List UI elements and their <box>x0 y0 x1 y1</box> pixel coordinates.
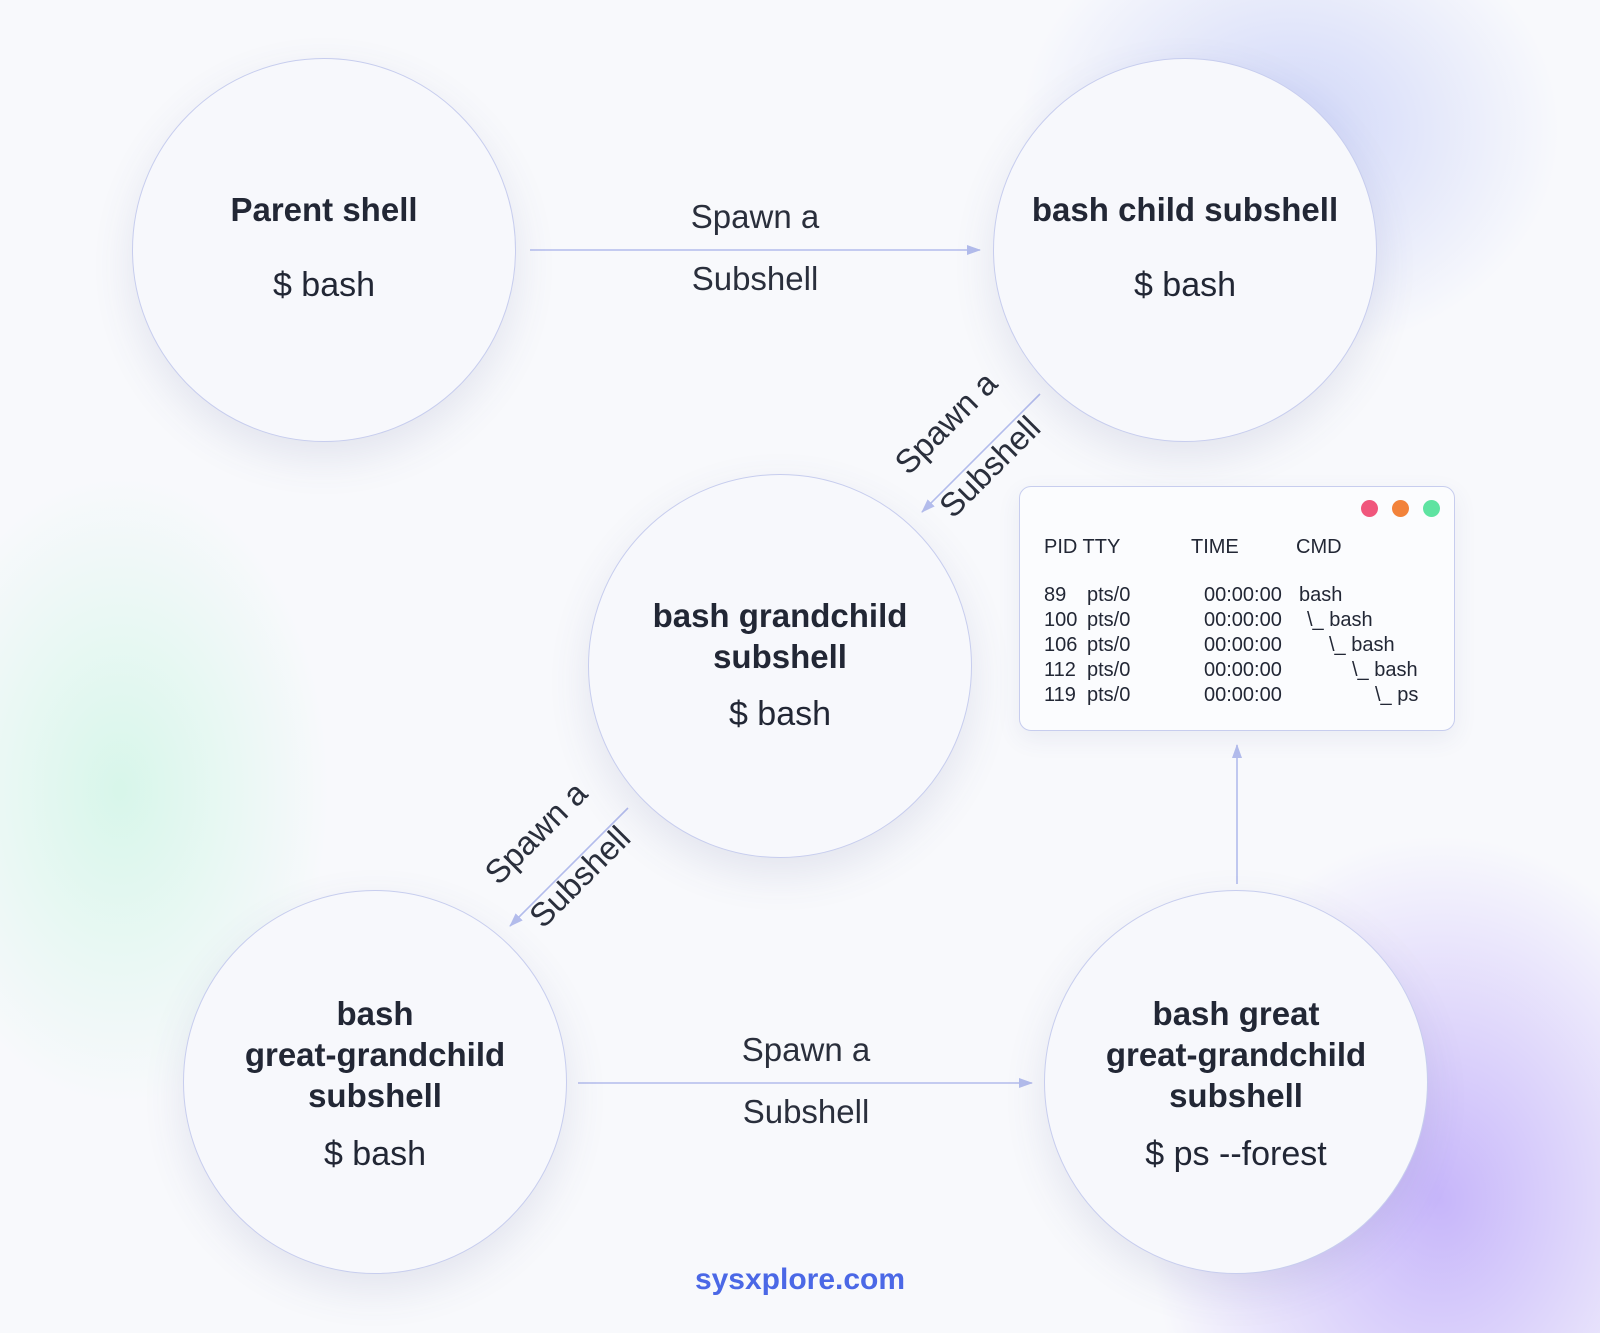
node-great-great-grandchild-subshell: bash great great-grandchild subshell $ p… <box>1044 890 1428 1274</box>
row-time: 00:00:00 <box>1204 634 1282 656</box>
row-tty: pts/0 <box>1087 609 1131 631</box>
maximize-dot-icon <box>1423 500 1440 517</box>
node-title: bash child subshell <box>1031 191 1339 228</box>
row-pid: 106 <box>1044 634 1078 656</box>
row-cmd: \_ bash <box>1352 659 1418 681</box>
node-title: bash grandchild subshell <box>652 597 908 675</box>
terminal-header-pid-tty: PID TTY <box>1044 536 1121 558</box>
terminal-header-cmd: CMD <box>1296 536 1342 558</box>
row-cmd: \_ bash <box>1329 634 1395 656</box>
row-pid: 119 <box>1044 684 1076 706</box>
row-pid: 89 <box>1044 584 1067 606</box>
row-cmd: \_ bash <box>1307 609 1373 631</box>
node-title: bash great-grandchild subshell <box>244 995 506 1114</box>
node-command: $ bash <box>1133 266 1237 304</box>
node-child-subshell: bash child subshell $ bash <box>993 58 1377 442</box>
node-title: Parent shell <box>230 191 418 228</box>
close-dot-icon <box>1361 500 1378 517</box>
row-tty: pts/0 <box>1087 634 1131 656</box>
terminal-header-time: TIME <box>1191 536 1239 558</box>
row-pid: 100 <box>1044 609 1078 631</box>
edge-child-to-grandchild <box>921 393 1041 513</box>
row-time: 00:00:00 <box>1204 584 1282 606</box>
row-cmd: \_ ps <box>1375 684 1419 706</box>
brand-link[interactable]: sysxplore.com <box>694 1263 906 1296</box>
row-cmd: bash <box>1299 584 1343 606</box>
row-time: 00:00:00 <box>1204 659 1282 681</box>
row-pid: 112 <box>1044 659 1076 681</box>
node-parent-shell: Parent shell $ bash <box>132 58 516 442</box>
node-command: $ bash <box>272 266 376 304</box>
node-command: $ ps --forest <box>1145 1135 1327 1173</box>
node-command: $ bash <box>728 695 832 733</box>
edge-grandchild-to-great-grandchild <box>509 807 629 927</box>
terminal-window: PID TTY TIME CMD 89 pts/0 00:00:00 bash … <box>1019 486 1455 731</box>
row-time: 00:00:00 <box>1204 609 1282 631</box>
row-time: 00:00:00 <box>1204 684 1282 706</box>
edge-label-parent-to-child: Spawn a Subshell <box>690 198 820 297</box>
row-tty: pts/0 <box>1087 684 1131 706</box>
row-tty: pts/0 <box>1087 659 1131 681</box>
node-great-grandchild-subshell: bash great-grandchild subshell $ bash <box>183 890 567 1274</box>
node-command: $ bash <box>323 1135 427 1173</box>
node-title: bash great great-grandchild subshell <box>1105 995 1367 1114</box>
minimize-dot-icon <box>1392 500 1409 517</box>
edge-label-great-to-great-great: Spawn a Subshell <box>741 1031 871 1130</box>
row-tty: pts/0 <box>1087 584 1131 606</box>
node-grandchild-subshell: bash grandchild subshell $ bash <box>588 474 972 858</box>
